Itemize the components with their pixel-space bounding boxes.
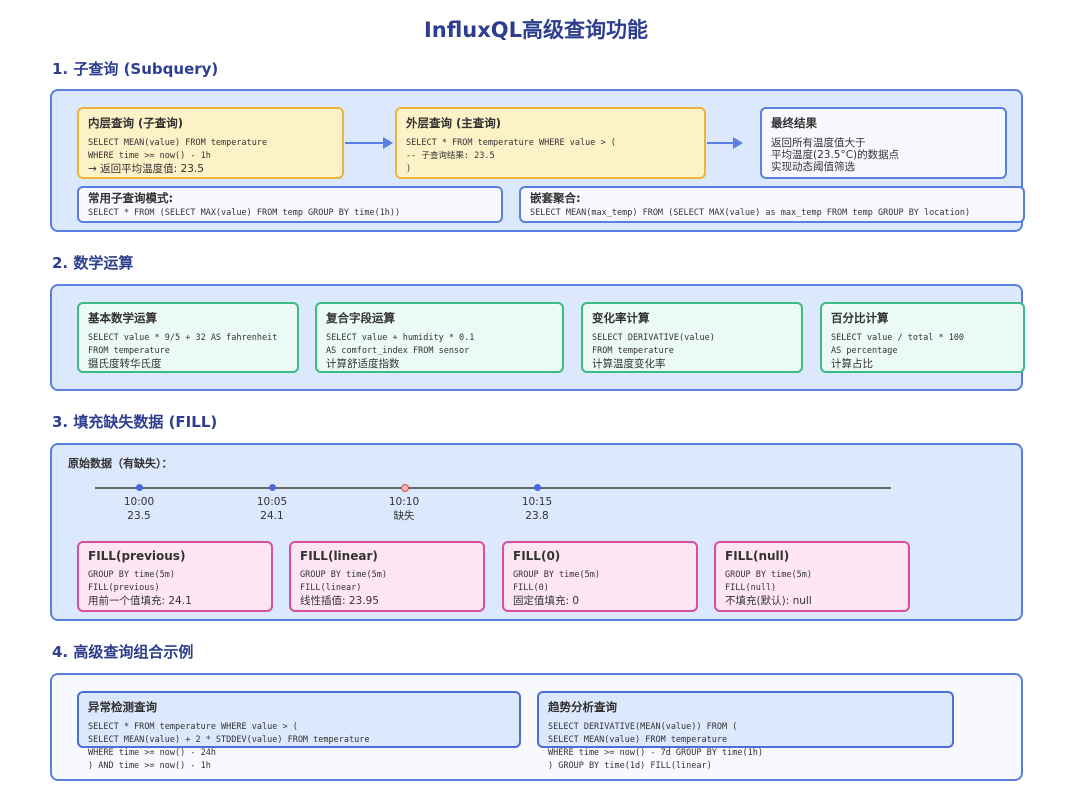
code-line: ) (406, 164, 412, 174)
data-point-label: 10:15 23.8 (507, 495, 567, 523)
code-line: SELECT MEAN(max_temp) FROM (SELECT MAX(v… (530, 208, 971, 218)
code-line: SELECT value / total * 100 (831, 333, 965, 343)
code-line: SELECT DERIVATIVE(value) (592, 333, 715, 343)
card-note: → 返回平均温度值: 23.5 (88, 163, 204, 175)
section-heading-subquery: 1. 子查询 (Subquery) (52, 60, 219, 78)
code-line: GROUP BY time(5m) (513, 570, 600, 580)
math-card: 变化率计算 SELECT DERIVATIVE(value) FROM temper… (581, 302, 803, 373)
card-title: 基本数学运算 (88, 311, 157, 325)
card-title: 趋势分析查询 (548, 700, 617, 714)
section-heading-fill: 3. 填充缺失数据 (FILL) (52, 413, 218, 431)
point-value: 缺失 (393, 510, 415, 522)
card-title: 常用子查询模式: (88, 191, 174, 205)
math-card: 复合字段运算 SELECT value + humidity * 0.1 AS co… (315, 302, 564, 373)
card-text: 平均温度(23.5°C)的数据点 (771, 149, 900, 161)
data-point (268, 484, 276, 491)
missing-data-point (400, 484, 409, 492)
page-title: InfluxQL高级查询功能 (423, 18, 649, 42)
outer-query-card: 外层查询 (主查询) SELECT * FROM temperature WHE… (395, 107, 706, 179)
card-note: 计算占比 (831, 358, 873, 370)
example-query-card: 异常检测查询 SELECT * FROM temperature WHERE va… (77, 691, 521, 771)
nested-aggregation-card: 嵌套聚合: SELECT MEAN(max_temp) FROM (SELECT… (519, 186, 1025, 223)
card-title: 异常检测查询 (88, 700, 157, 714)
card-text: 实现动态阈值筛选 (771, 161, 855, 173)
code-line: SELECT DERIVATIVE(MEAN(value)) FROM ( (548, 722, 738, 732)
data-point (533, 484, 541, 491)
card-title: 百分比计算 (831, 311, 889, 325)
code-line: FROM temperature (88, 346, 170, 356)
fill-card: FILL(0) GROUP BY time(5m) FILL(0) 固定值填充: 0 (502, 541, 698, 612)
code-line: FILL(previous) (88, 583, 160, 593)
card-note: 摄氏度转华氏度 (88, 358, 162, 370)
point-time: 10:00 (123, 496, 155, 508)
fill-card: FILL(linear) GROUP BY time(5m) FILL(linear… (289, 541, 485, 612)
raw-data-label: 原始数据（有缺失）： (68, 457, 173, 470)
code-line: SELECT value + humidity * 0.1 (326, 333, 475, 343)
card-title: FILL(null) (725, 549, 790, 563)
point-value: 23.5 (127, 510, 151, 522)
data-point-label: 10:10 缺失 (374, 495, 434, 523)
card-title: FILL(linear) (300, 549, 378, 563)
code-line: FROM temperature (592, 346, 674, 356)
code-line: GROUP BY time(5m) (300, 570, 387, 580)
code-line: SELECT * FROM temperature WHERE value > … (88, 722, 298, 732)
code-line: SELECT value * 9/5 + 32 AS fahrenheit (88, 333, 278, 343)
card-note: 计算温度变化率 (592, 358, 666, 370)
code-line: WHERE time >= now() - 1h (88, 151, 211, 161)
section-heading-math: 2. 数学运算 (52, 254, 134, 272)
math-card: 基本数学运算 SELECT value * 9/5 + 32 AS fahrenh… (77, 302, 299, 373)
card-note: 计算舒适度指数 (326, 358, 400, 370)
card-title: FILL(0) (513, 549, 561, 563)
code-line: FILL(linear) (300, 583, 362, 593)
card-note: 用前一个值填充: 24.1 (88, 595, 192, 607)
data-point-label: 10:00 23.5 (109, 495, 169, 523)
code-line: FILL(0) (513, 583, 549, 593)
card-note: 不填充(默认): null (725, 595, 812, 607)
data-point (135, 484, 143, 491)
section-heading-advanced: 4. 高级查询组合示例 (52, 643, 194, 661)
code-line: SELECT * FROM (SELECT MAX(value) FROM te… (88, 208, 401, 218)
arrow-right-icon (345, 137, 393, 149)
card-text: 返回所有温度值大于 (771, 137, 866, 149)
timeline-axis (95, 487, 891, 489)
card-title: 外层查询 (主查询) (406, 116, 502, 130)
card-title: 最终结果 (771, 116, 817, 130)
code-line: GROUP BY time(5m) (88, 570, 175, 580)
card-title: 复合字段运算 (326, 311, 395, 325)
code-line: ) GROUP BY time(1d) FILL(linear) (548, 761, 712, 771)
code-line: AS comfort_index FROM sensor (326, 346, 470, 356)
code-line: -- 子查询结果: 23.5 (406, 151, 495, 161)
arrow-right-icon (707, 137, 743, 149)
code-line: WHERE time >= now() - 7d GROUP BY time(1… (548, 748, 763, 758)
final-result-card: 最终结果 返回所有温度值大于 平均温度(23.5°C)的数据点 实现动态阈值筛选 (760, 107, 1007, 179)
code-line: ) AND time >= now() - 1h (88, 761, 211, 771)
point-time: 10:10 (388, 496, 420, 508)
card-note: 固定值填充: 0 (513, 595, 580, 607)
point-value: 23.8 (525, 510, 549, 522)
inner-query-card: 内层查询 (子查询) SELECT MEAN(value) FROM tempe… (77, 107, 344, 179)
point-value: 24.1 (260, 510, 284, 522)
point-time: 10:05 (256, 496, 288, 508)
math-card: 百分比计算 SELECT value / total * 100 AS percen… (820, 302, 1025, 373)
fill-card: FILL(previous) GROUP BY time(5m) FILL(prev… (77, 541, 273, 612)
card-title: 嵌套聚合: (530, 191, 581, 205)
code-line: SELECT MEAN(value) + 2 * STDDEV(value) F… (88, 735, 370, 745)
example-query-card: 趋势分析查询 SELECT DERIVATIVE(MEAN(value)) FRO… (537, 691, 954, 771)
fill-card: FILL(null) GROUP BY time(5m) FILL(null) 不填充… (714, 541, 910, 612)
code-line: SELECT * FROM temperature WHERE value > … (406, 138, 616, 148)
data-point-label: 10:05 24.1 (242, 495, 302, 523)
code-line: SELECT MEAN(value) FROM temperature (548, 735, 728, 745)
card-note: 线性插值: 23.95 (300, 595, 379, 607)
code-line: AS percentage (831, 346, 898, 356)
code-line: FILL(null) (725, 583, 777, 593)
common-pattern-card: 常用子查询模式: SELECT * FROM (SELECT MAX(value… (77, 186, 503, 223)
card-title: 变化率计算 (592, 311, 650, 325)
card-title: FILL(previous) (88, 549, 186, 563)
point-time: 10:15 (521, 496, 553, 508)
code-line: SELECT MEAN(value) FROM temperature (88, 138, 268, 148)
code-line: WHERE time >= now() - 24h (88, 748, 216, 758)
code-line: GROUP BY time(5m) (725, 570, 812, 580)
card-title: 内层查询 (子查询) (88, 116, 184, 130)
